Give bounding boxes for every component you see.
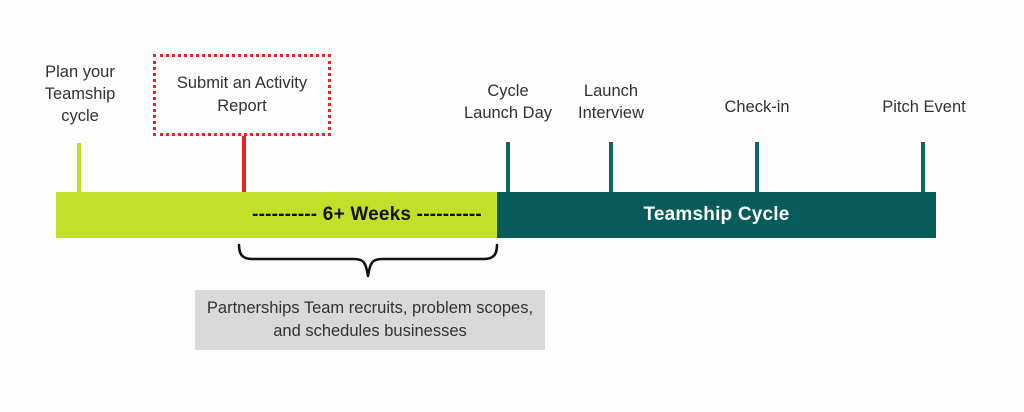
brace-bracket (237, 243, 499, 278)
tick-pitch-event (921, 142, 925, 192)
tick-cycle-launch-day (506, 142, 510, 192)
marker-label-check-in: Check-in (724, 98, 790, 116)
tick-launch-interview (609, 142, 613, 192)
note-text: Partnerships Team recruits, problem scop… (206, 299, 534, 340)
marker-label-cycle-launch-day: Cycle Launch Day (463, 82, 553, 122)
note-partnerships-team: Partnerships Team recruits, problem scop… (195, 290, 545, 350)
timeline-segment-preparation (56, 192, 497, 238)
tick-submit-an-activity-report (242, 136, 246, 192)
marker-label-plan-your-teamship-cycle: Plan your Teamship cycle (44, 63, 116, 125)
marker-label-launch-interview: Launch Interview (577, 82, 645, 122)
segment-label-teamship-cycle: Teamship Cycle (643, 204, 790, 225)
marker-label-pitch-event: Pitch Event (882, 98, 966, 116)
segment-label-6-weeks: ---------- 6+ Weeks ---------- (252, 204, 482, 225)
tick-plan-your-teamship-cycle (77, 143, 81, 192)
callout-text: Submit an Activity Report (176, 74, 308, 115)
tick-check-in (755, 142, 759, 192)
timeline-segment-teamship-cycle (497, 192, 936, 238)
callout-submit-an-activity-report: Submit an Activity Report (153, 54, 331, 136)
